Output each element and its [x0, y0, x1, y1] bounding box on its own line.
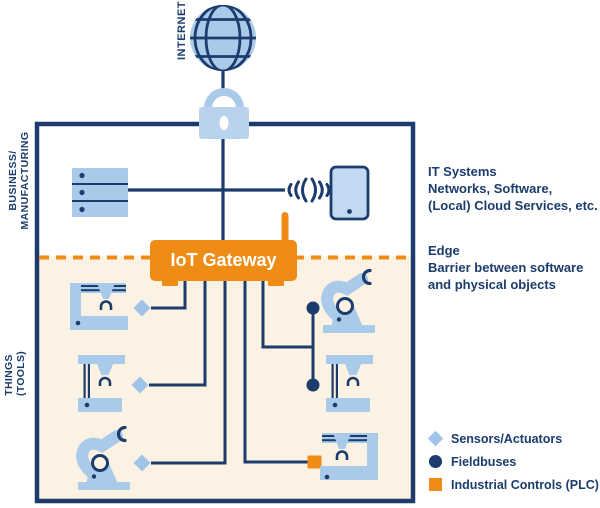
- plc-square: [307, 455, 322, 469]
- legend-label-plc: Industrial Controls (PLC): [451, 477, 599, 492]
- legend-row-plc: Industrial Controls (PLC): [428, 476, 599, 493]
- legend-label-fieldbuses: Fieldbuses: [451, 454, 517, 469]
- plc-square-icon: [428, 477, 443, 492]
- sensor-diamond-3: [133, 454, 151, 472]
- gateway-to-plc-line: [243, 280, 309, 464]
- business-zone-label: BUSINESS/ MANUFACTURING: [7, 131, 31, 230]
- edge-annotation: Edge Barrier between software and physic…: [428, 243, 584, 292]
- sensor-diamond-2: [131, 376, 149, 394]
- legend-row-fieldbuses: Fieldbuses: [428, 453, 599, 470]
- it-systems-title: IT Systems: [428, 164, 497, 179]
- iot-gateway: [150, 212, 297, 286]
- gateway-to-fieldbus-line: [261, 280, 313, 349]
- sensors-diamond-icon: [427, 430, 444, 447]
- internet-label-text: INTERNET: [176, 1, 188, 60]
- legend: Sensors/Actuators Fieldbuses Industrial …: [427, 430, 599, 493]
- legend-row-sensors: Sensors/Actuators: [427, 430, 599, 447]
- it-systems-annotation: IT Systems Networks, Software, (Local) C…: [428, 164, 598, 213]
- fieldbus-node-1: [306, 301, 320, 315]
- wireless-signal-icon: [287, 177, 331, 203]
- gateway-to-sensor2-line: [149, 280, 207, 387]
- gateway-antenna: [281, 212, 289, 244]
- sensor-diamond-1: [133, 299, 151, 317]
- gateway-to-sensor1-line: [151, 280, 187, 310]
- things-zone-label: THINGS (TOOLS): [3, 350, 27, 396]
- gateway-to-sensor3-line: [151, 280, 227, 465]
- lock-icon: [199, 88, 249, 139]
- edge-title: Edge: [428, 243, 460, 258]
- fieldbus-node-2: [306, 378, 320, 392]
- internet-label: INTERNET: [176, 1, 188, 60]
- tablet-icon: [329, 165, 370, 221]
- iot-gateway-label: IoT Gateway: [170, 250, 277, 270]
- server-icon: [72, 168, 128, 217]
- globe-icon: [190, 5, 256, 71]
- legend-label-sensors: Sensors/Actuators: [451, 431, 563, 446]
- fieldbus-circle-icon: [428, 454, 443, 469]
